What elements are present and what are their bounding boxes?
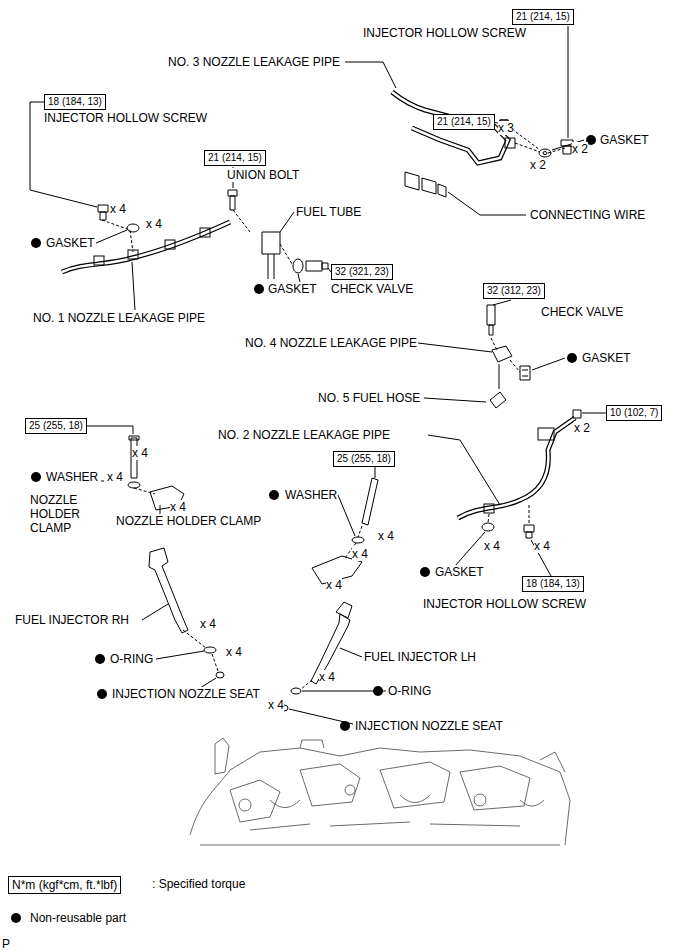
part-label: GASKET [600, 133, 649, 147]
quantity: x 4 [378, 529, 394, 543]
quantity: x 4 [534, 539, 550, 553]
part-label: GASKET [268, 282, 317, 296]
part-label: GASKET [435, 565, 484, 579]
part-label: CONNECTING WIRE [530, 208, 645, 222]
torque-box: 32 (312, 23) [483, 283, 545, 299]
torque-value: 21 (214, 15) [437, 116, 491, 127]
quantity: x 4 [484, 539, 500, 553]
part-label: P [2, 937, 10, 951]
part-label: GASKET [582, 351, 631, 365]
legend-text: : Specified torque [152, 877, 245, 891]
legend-torque-box: N*m (kgf*cm, ft.*lbf) [8, 876, 121, 894]
torque-box: 21 (214, 15) [433, 114, 495, 130]
torque-value: 32 (312, 23) [487, 285, 541, 296]
part-label: FUEL INJECTOR RH [15, 613, 129, 627]
torque-box: 21 (214, 15) [204, 150, 266, 166]
torque-value: 25 (255, 18) [337, 453, 391, 464]
quantity: x 4 [226, 645, 242, 659]
quantity: x 4 [146, 217, 162, 231]
part-label: NOZZLE HOLDER CLAMP [30, 493, 110, 535]
part-label: NO. 3 NOZZLE LEAKAGE PIPE [168, 55, 340, 69]
torque-box: 18 (184, 13) [522, 576, 584, 592]
torque-value: 21 (214, 15) [208, 152, 262, 163]
torque-value: 25 (255, 18) [29, 420, 83, 431]
part-label: WASHER [46, 470, 98, 484]
torque-box: 25 (255, 18) [25, 418, 87, 434]
quantity: x 3 [498, 121, 514, 135]
part-label: CHECK VALVE [541, 305, 623, 319]
part-label: INJECTOR HOLLOW SCREW [423, 597, 586, 611]
part-label: NO. 5 FUEL HOSE [318, 391, 420, 405]
torque-box: 10 (102, 7) [606, 405, 662, 421]
quantity: x 4 [132, 446, 148, 460]
torque-value: 32 (321, 23) [335, 266, 389, 277]
part-label: CHECK VALVE [331, 282, 413, 296]
part-label: FUEL INJECTOR LH [364, 650, 476, 664]
quantity: x 4 [170, 500, 186, 514]
part-label: INJECTION NOZZLE SEAT [355, 719, 503, 733]
part-label: O-RING [110, 652, 153, 666]
part-label: NOZZLE HOLDER CLAMP [116, 514, 261, 528]
quantity: x 2 [530, 158, 546, 172]
part-label: O-RING [388, 684, 431, 698]
torque-value: N*m (kgf*cm, ft.*lbf) [12, 878, 117, 892]
part-label: INJECTOR HOLLOW SCREW [363, 26, 526, 40]
torque-box: 32 (321, 23) [331, 264, 393, 280]
quantity: x 4 [107, 470, 123, 484]
quantity: x 4 [110, 202, 126, 216]
part-label: NO. 1 NOZZLE LEAKAGE PIPE [33, 311, 205, 325]
torque-box: 21 (214, 15) [512, 9, 574, 25]
part-label: FUEL TUBE [296, 205, 361, 219]
torque-value: 18 (184, 13) [526, 578, 580, 589]
quantity: x 2 [574, 421, 590, 435]
quantity: x 4 [200, 617, 216, 631]
torque-box: 18 (184, 13) [44, 94, 106, 110]
torque-value: 21 (214, 15) [516, 11, 570, 22]
quantity: x 4 [352, 547, 368, 561]
torque-value: 18 (184, 13) [48, 96, 102, 107]
part-label: NO. 2 NOZZLE LEAKAGE PIPE [218, 428, 390, 442]
torque-box: 25 (255, 18) [333, 451, 395, 467]
quantity: x 4 [319, 670, 335, 684]
part-label: UNION BOLT [227, 168, 299, 182]
part-label: INJECTION NOZZLE SEAT [112, 687, 260, 701]
part-label: WASHER [285, 488, 337, 502]
quantity: x 4 [268, 698, 284, 712]
part-label: GASKET [46, 236, 95, 250]
quantity: x 4 [326, 578, 342, 592]
quantity: x 2 [572, 142, 588, 156]
part-label: NO. 4 NOZZLE LEAKAGE PIPE [245, 336, 417, 350]
legend-text: Non-reusable part [30, 911, 126, 925]
torque-value: 10 (102, 7) [610, 407, 658, 418]
part-label: INJECTOR HOLLOW SCREW [44, 111, 207, 125]
